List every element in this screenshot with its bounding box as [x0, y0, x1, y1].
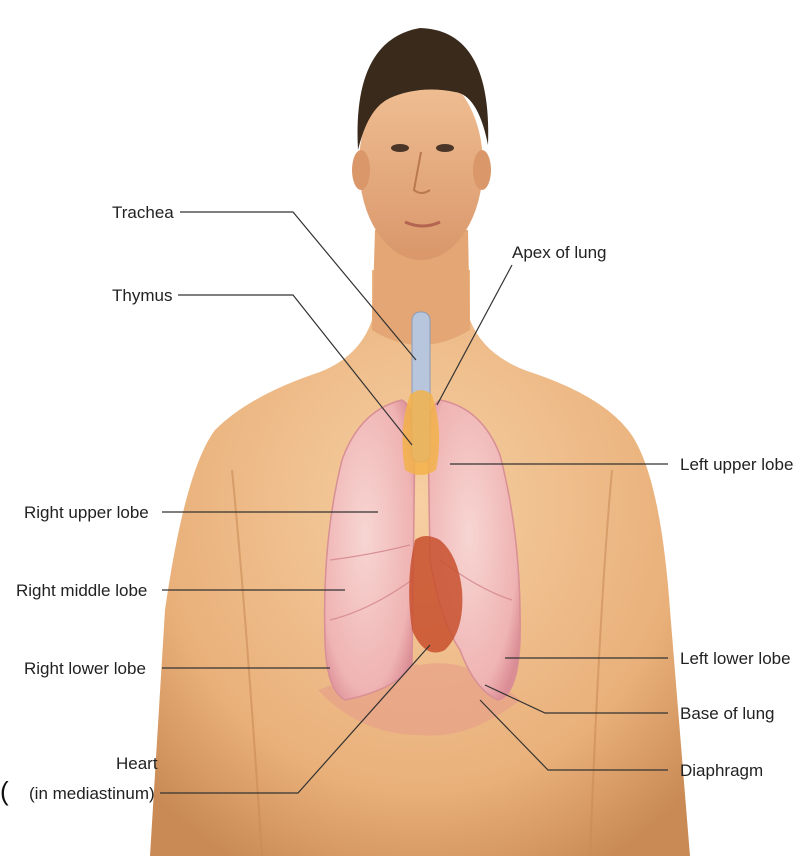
label-heart: Heart: [116, 754, 158, 773]
label-thymus: Thymus: [112, 286, 172, 305]
right-eye: [391, 144, 409, 152]
label-diaphragm: Diaphragm: [680, 761, 763, 780]
label-right-upper-lobe: Right upper lobe: [24, 503, 149, 522]
label-heart-mediastinum: (in mediastinum): [29, 784, 155, 803]
thymus-shape: [402, 390, 439, 475]
label-left-lower-lobe: Left lower lobe: [680, 649, 791, 668]
label-apex-of-lung: Apex of lung: [512, 243, 607, 262]
label-left-upper-lobe: Left upper lobe: [680, 455, 793, 474]
label-right-lower-lobe: Right lower lobe: [24, 659, 146, 678]
edge-fragment: (: [0, 776, 9, 806]
label-base-of-lung: Base of lung: [680, 704, 775, 723]
left-ear: [473, 150, 491, 190]
label-right-middle-lobe: Right middle lobe: [16, 581, 147, 600]
left-eye: [436, 144, 454, 152]
right-ear: [352, 150, 370, 190]
label-trachea: Trachea: [112, 203, 174, 222]
